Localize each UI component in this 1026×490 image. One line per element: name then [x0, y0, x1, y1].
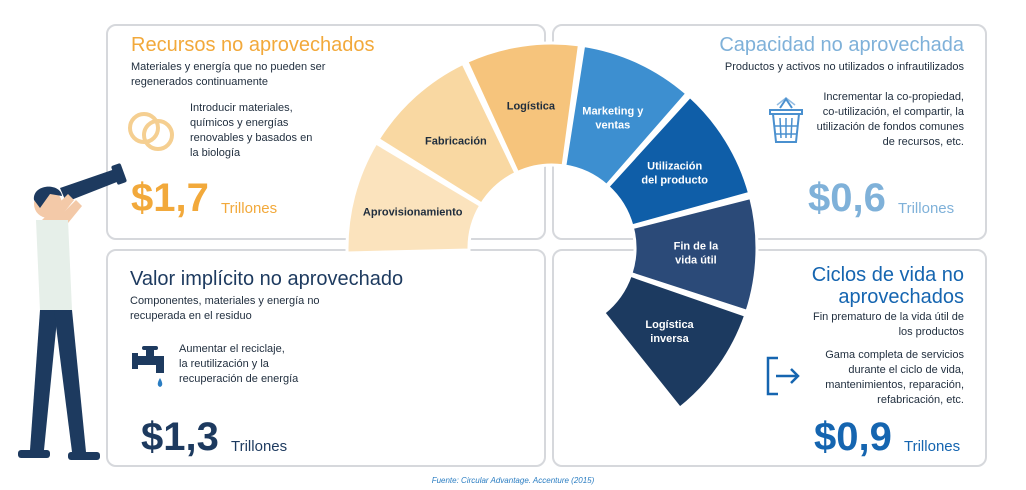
exit-arrow-icon [766, 356, 800, 396]
amount-unit: Trillones [898, 200, 955, 217]
amount-value: $0,6 [808, 176, 886, 220]
amount-unit: Trillones [231, 438, 288, 455]
person-with-telescope-illustration [18, 163, 127, 460]
panel-subtitle: Componentes, materiales y energía no rec… [130, 295, 320, 322]
source-note: Fuente: Circular Advantage. Accenture (2… [431, 476, 595, 485]
amount-value: $0,9 [814, 415, 892, 459]
panel-description: Aumentar el reciclaje, la reutilización … [179, 343, 299, 385]
panel-title: Recursos no aprovechados [131, 34, 375, 56]
amount-value: $1,7 [131, 176, 209, 220]
panel-description: Incrementar la co-propiedad, co-utilizac… [816, 91, 964, 148]
interlocking-rings-icon [128, 112, 174, 151]
panel-subtitle: Materiales y energía que no pueden ser r… [131, 61, 326, 88]
panel-title: Ciclos de vida no aprovechados [811, 264, 964, 308]
amount-unit: Trillones [904, 438, 961, 455]
faucet-icon [132, 346, 164, 387]
panel-embedded-value [106, 249, 546, 467]
panel-title: Capacidad no aprovechada [719, 34, 964, 56]
panel-subtitle: Fin prematuro de la vida útil de los pro… [812, 311, 964, 338]
amount-value: $1,3 [141, 415, 219, 459]
panel-title: Valor implícito no aprovechado [130, 268, 404, 290]
amount-unit: Trillones [221, 200, 278, 217]
panel-description: Gama completa de servicios durante el ci… [825, 349, 964, 406]
recycle-bin-icon [769, 97, 803, 143]
panel-description: Introducir materiales, químicos y energí… [190, 102, 313, 159]
panel-subtitle: Productos y activos no utilizados o infr… [724, 61, 964, 73]
